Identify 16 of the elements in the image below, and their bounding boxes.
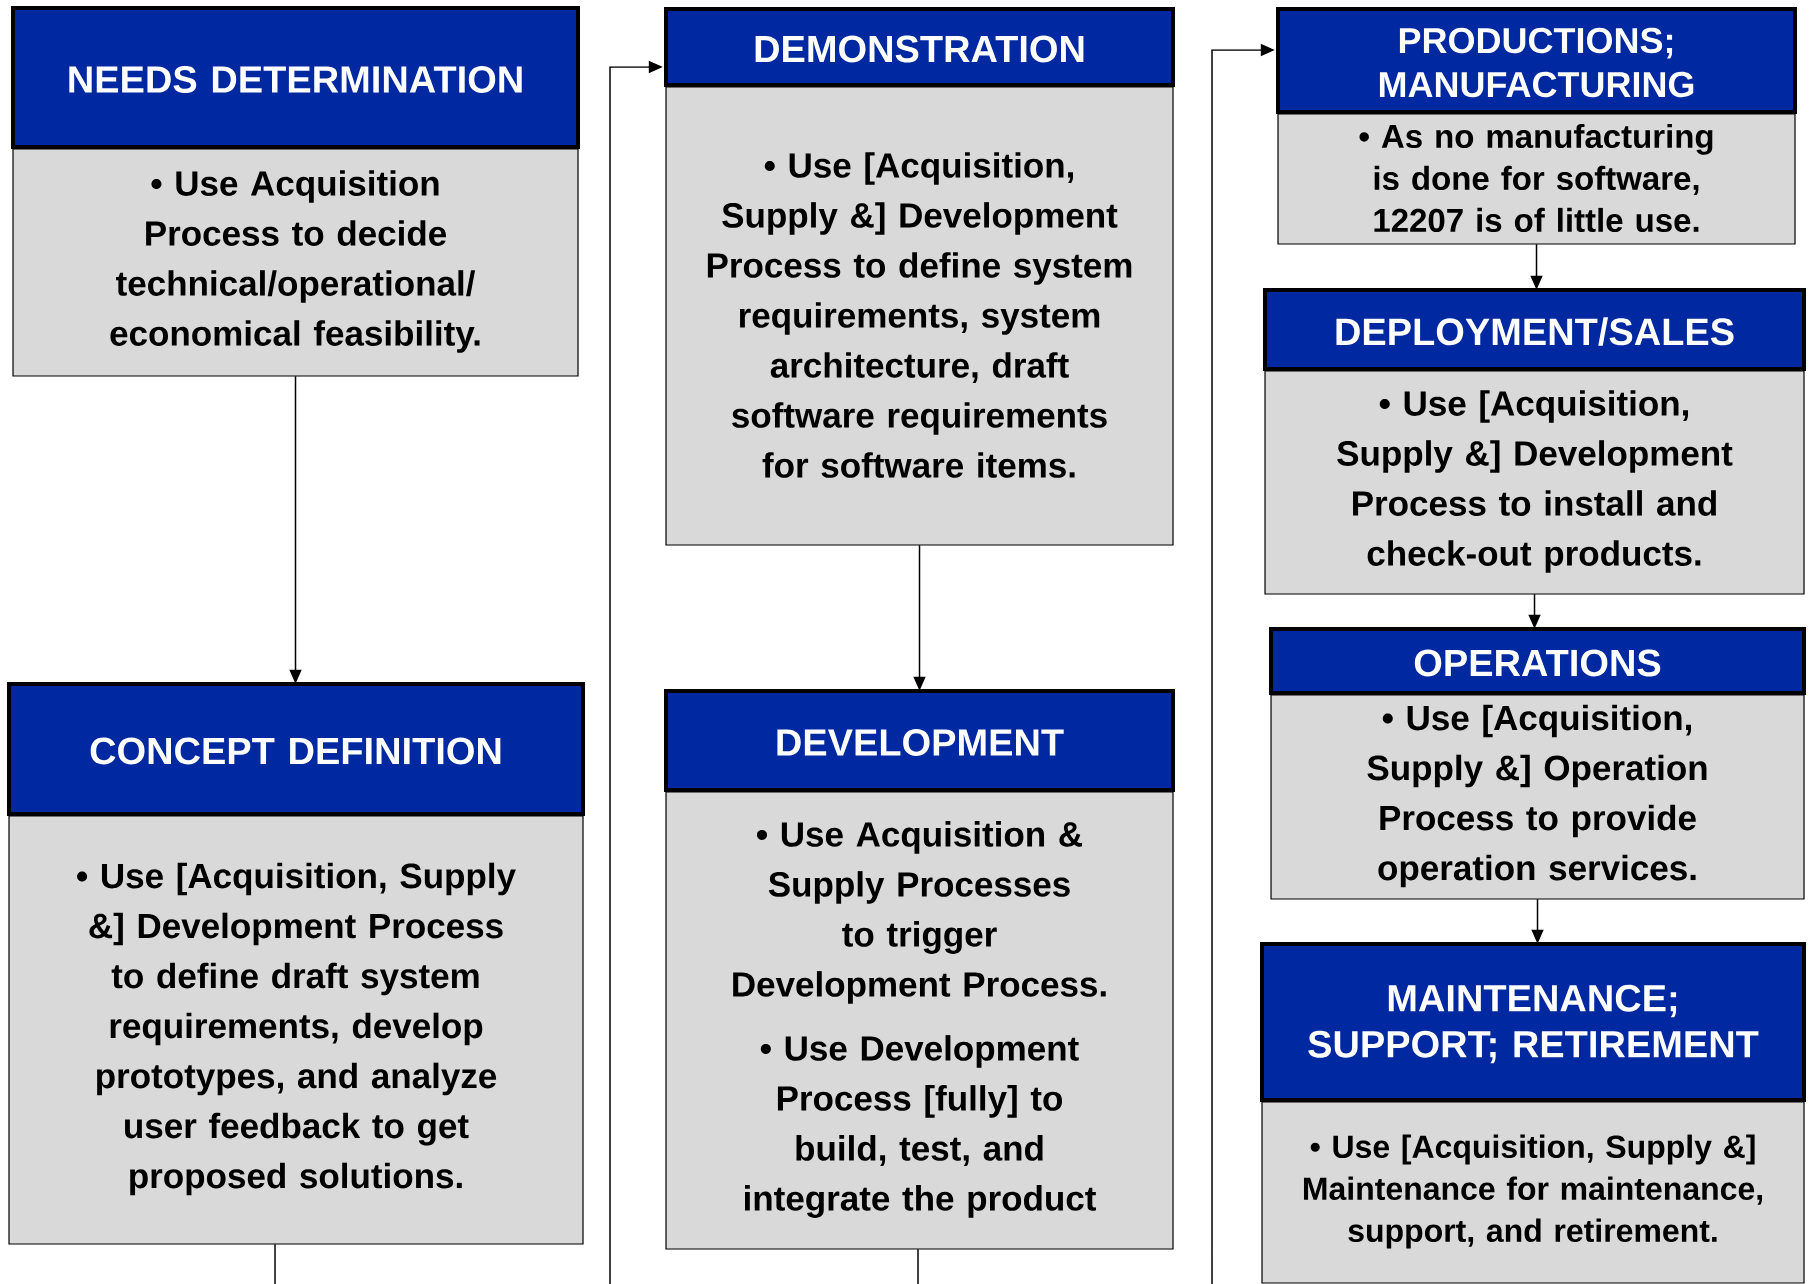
body-panel: • Use [Acquisition, Supply &] Development Process to install and check-out products. bbox=[1264, 370, 1805, 595]
body-panel: • Use Acquisition Process to decide technical/operational/ economical feasibility. bbox=[12, 148, 579, 377]
body-panel: • Use [Acquisition, Supply &] Development Process to define system requirements, system architecture, draft software requirements for software items. bbox=[665, 86, 1174, 546]
header-bar: CONCEPT DEFINITION bbox=[7, 682, 585, 816]
header-bar: MAINTENANCE; SUPPORT; RETIREMENT bbox=[1260, 942, 1806, 1102]
header-bar: DEPLOYMENT/SALES bbox=[1263, 288, 1806, 371]
body-panel: • Use [Acquisition, Supply &] Development Process to define draft system requirements, develop prototypes, and analyze user feedback to get proposed solutions. bbox=[8, 815, 584, 1245]
body-panel: • Use Acquisition & Supply Processes to trigger Development Process. • Use Development Process [fully] to build, test, and integrate the product bbox=[665, 791, 1174, 1250]
body-panel: • Use [Acquisition, Supply &] Maintenance for maintenance, support, and retirement. bbox=[1261, 1101, 1805, 1284]
header-bar: DEMONSTRATION bbox=[664, 7, 1175, 87]
header-bar: NEEDS DETERMINATION bbox=[11, 6, 580, 149]
body-panel: • As no manufacturing is done for software, 12207 is of little use. bbox=[1277, 113, 1796, 245]
header-bar: OPERATIONS bbox=[1269, 627, 1806, 695]
body-panel: • Use [Acquisition, Supply &] Operation Process to provide operation services. bbox=[1270, 694, 1805, 900]
header-bar: PRODUCTIONS; MANUFACTURING bbox=[1276, 7, 1797, 114]
header-bar: DEVELOPMENT bbox=[664, 689, 1175, 792]
